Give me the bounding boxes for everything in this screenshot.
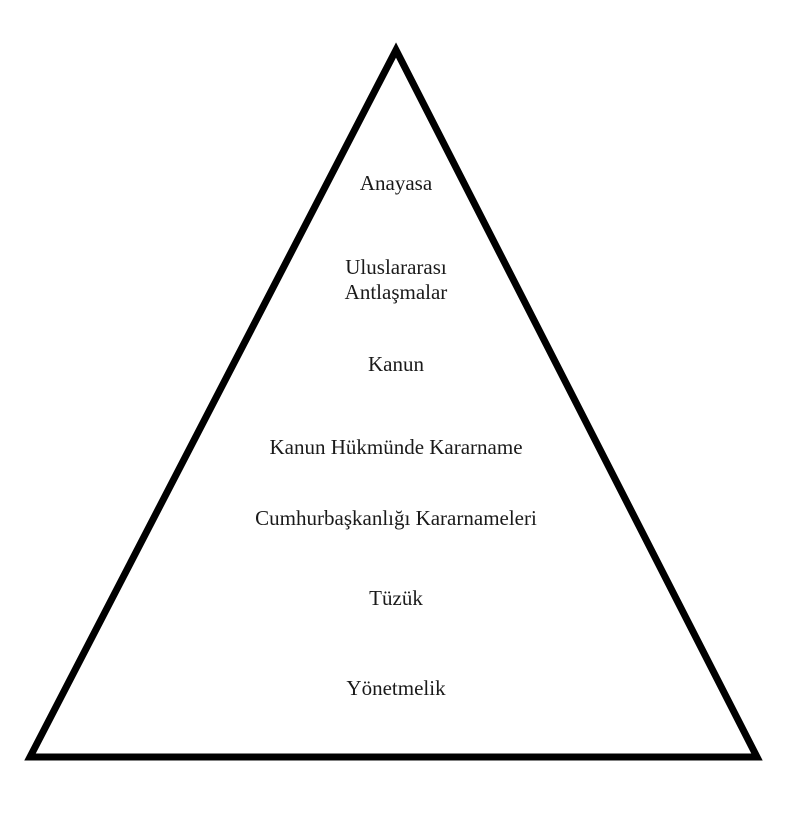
tier-label-5: Cumhurbaşkanlığı Kararnameleri <box>255 505 537 530</box>
tier-label-7: Yönetmelik <box>346 675 446 700</box>
tier-label-4: Kanun Hükmünde Kararname <box>269 434 523 459</box>
pyramid-outline-shape <box>24 42 763 761</box>
tier-label-2: Uluslararası Antlaşmalar <box>344 255 448 304</box>
tier-label-6: Tüzük <box>369 585 423 610</box>
tier-label-3: Kanun <box>368 351 424 376</box>
tier-label-1: Anayasa <box>359 170 433 195</box>
